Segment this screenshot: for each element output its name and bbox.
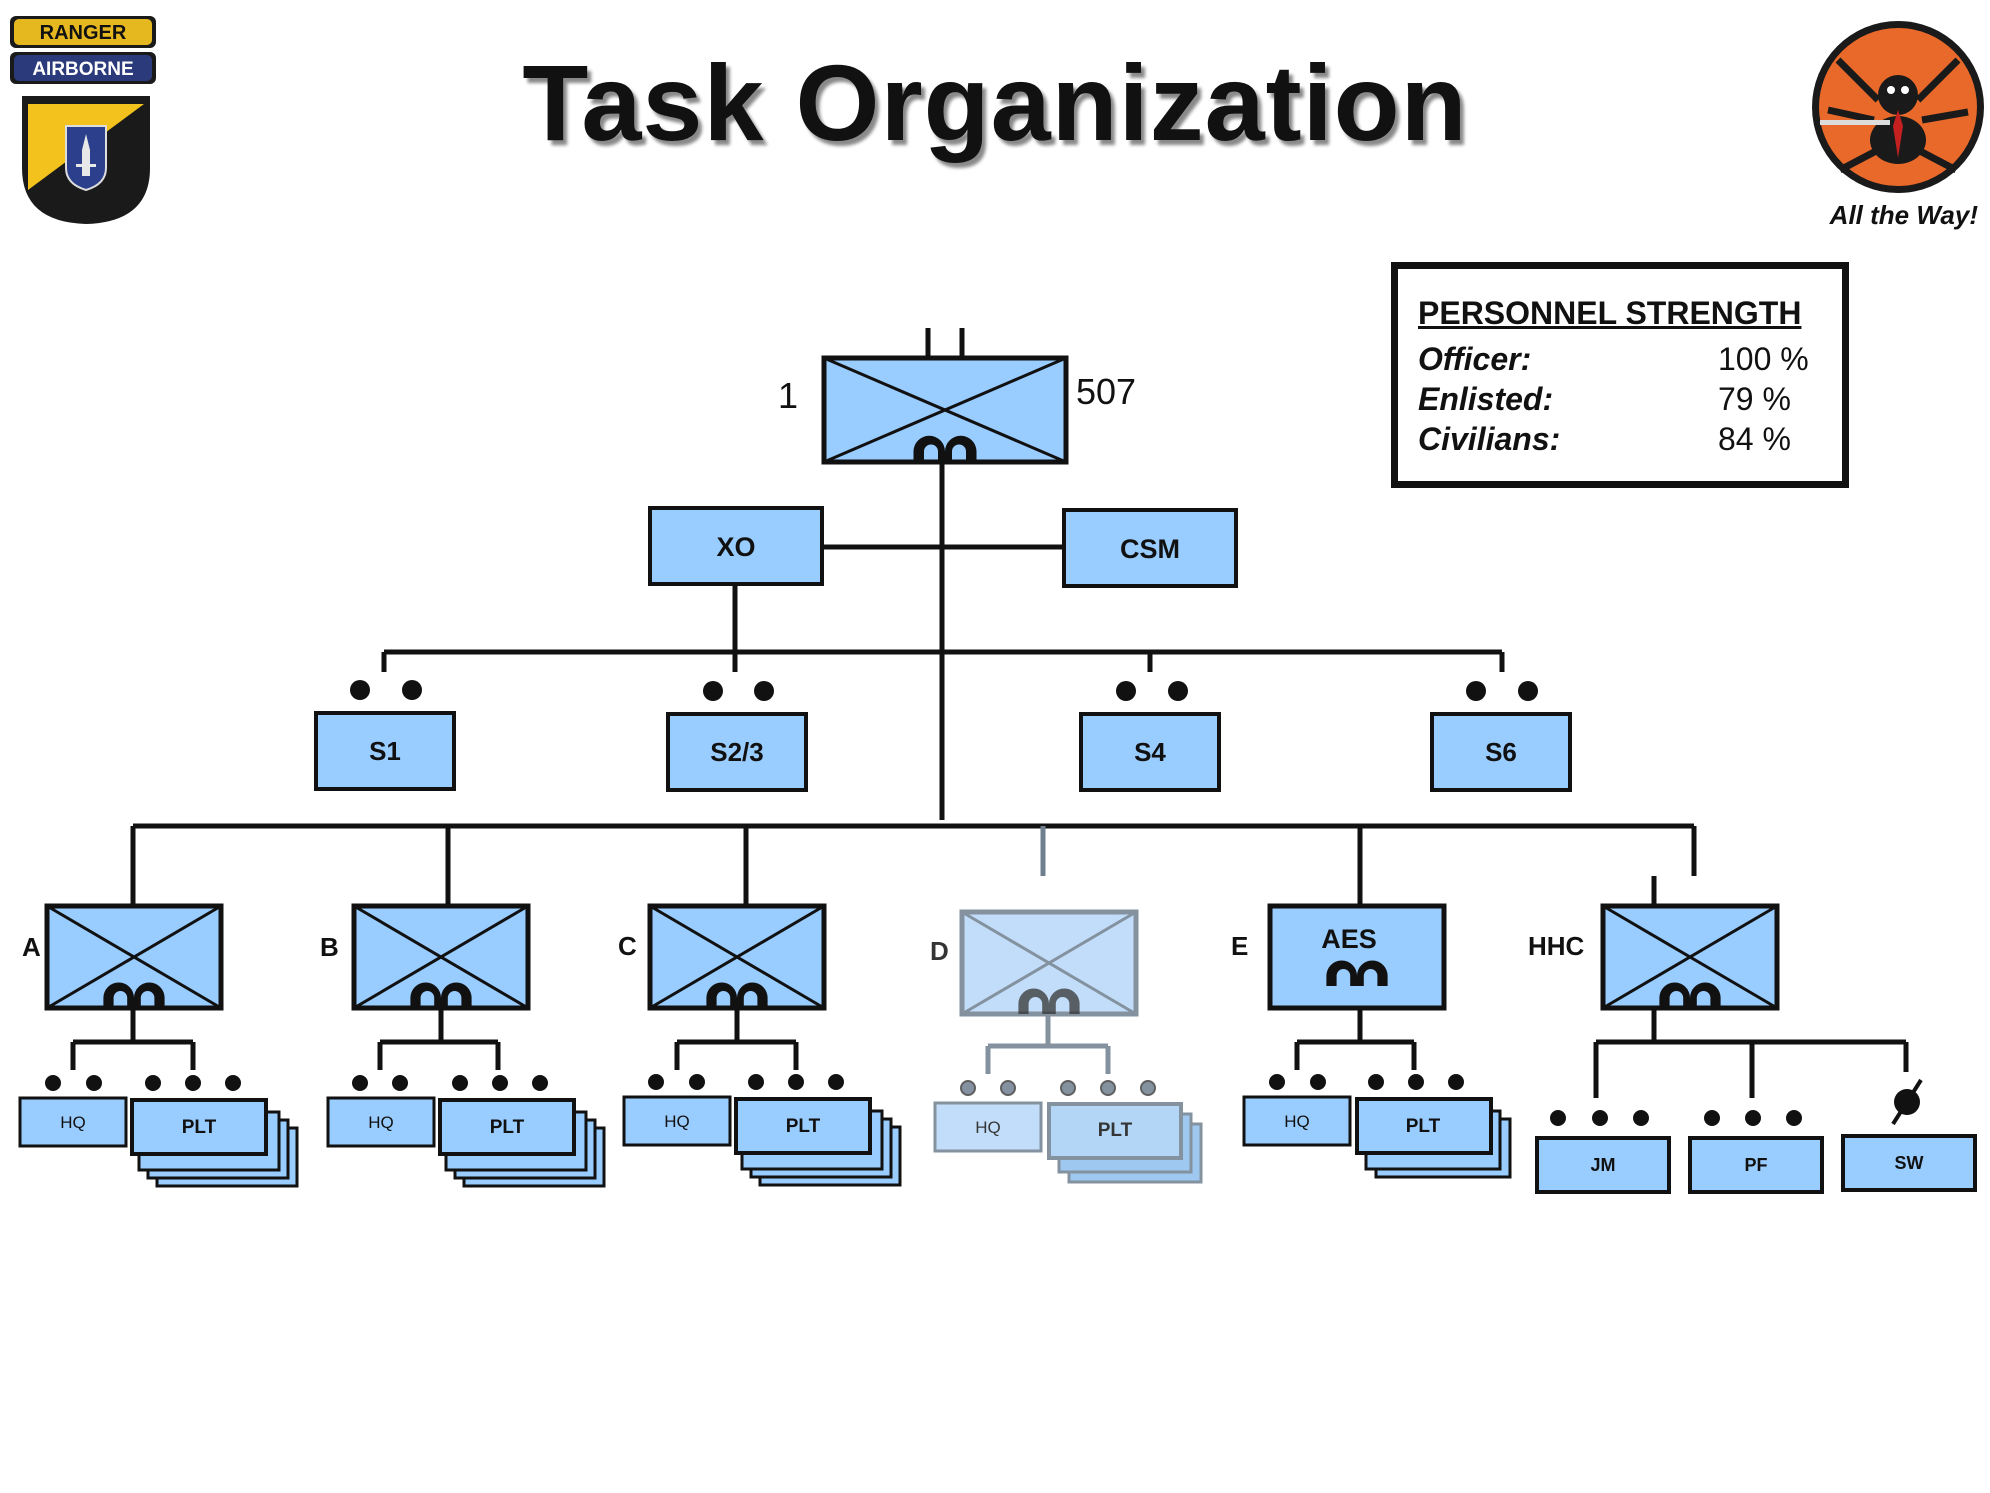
ranger-airborne-insignia: RANGER AIRBORNE bbox=[10, 16, 156, 224]
strength-value: 79 % bbox=[1718, 381, 1791, 417]
hq-label: HQ bbox=[664, 1112, 690, 1131]
company-d: D HQ PLT bbox=[930, 909, 1203, 1184]
staff-csm: CSM bbox=[1062, 508, 1238, 588]
company-a: A HQ PLT bbox=[18, 903, 299, 1188]
strength-value: 100 % bbox=[1718, 341, 1809, 377]
motto: All the Way! bbox=[1829, 200, 1978, 230]
unit-patch-insignia bbox=[1812, 21, 1984, 193]
plt-label: PLT bbox=[490, 1117, 525, 1138]
jm-label: JM bbox=[1590, 1155, 1615, 1175]
s1-label: S1 bbox=[369, 736, 401, 766]
company-hhc-label: HHC bbox=[1528, 931, 1585, 961]
battalion-hq: 1 507 bbox=[778, 328, 1136, 465]
connector-lines bbox=[130, 462, 1697, 906]
staff-s4: S4 bbox=[1079, 681, 1221, 792]
strength-row-civilians: Civilians: 84 % bbox=[1418, 421, 1818, 458]
company-c-label: C bbox=[618, 931, 637, 961]
staff-xo: XO bbox=[648, 506, 824, 586]
plt-label: PLT bbox=[786, 1116, 821, 1137]
battalion-number: 1 bbox=[778, 375, 798, 416]
pf-label: PF bbox=[1744, 1155, 1767, 1175]
staff-s23: S2/3 bbox=[666, 681, 808, 792]
strength-row-enlisted: Enlisted: 79 % bbox=[1418, 381, 1818, 418]
csm-label: CSM bbox=[1120, 534, 1180, 564]
xo-label: XO bbox=[716, 532, 755, 562]
plt-label: PLT bbox=[182, 1117, 217, 1138]
personnel-strength-panel: PERSONNEL STRENGTH Officer: 100 % Enlist… bbox=[1391, 262, 1849, 488]
airborne-tab-text: AIRBORNE bbox=[32, 59, 133, 80]
ranger-tab-text: RANGER bbox=[40, 22, 127, 44]
company-hhc: HHC JM PF SW bbox=[1528, 903, 1977, 1194]
s4-label: S4 bbox=[1134, 737, 1166, 767]
sw-symbol-icon bbox=[1891, 1078, 1923, 1126]
staff-s1: S1 bbox=[314, 680, 456, 791]
company-e: E AES HQ PLT bbox=[1231, 903, 1512, 1179]
company-c: C HQ PLT bbox=[618, 903, 902, 1187]
hq-label: HQ bbox=[1284, 1112, 1310, 1131]
company-e-inner-label: AES bbox=[1321, 924, 1377, 954]
hq-label: HQ bbox=[975, 1118, 1001, 1137]
plt-label: PLT bbox=[1406, 1116, 1441, 1137]
s23-label: S2/3 bbox=[710, 737, 764, 767]
company-b-label: B bbox=[320, 932, 339, 962]
company-a-label: A bbox=[22, 932, 41, 962]
s6-label: S6 bbox=[1485, 737, 1517, 767]
strength-row-officer: Officer: 100 % bbox=[1418, 341, 1818, 378]
strength-label: Enlisted: bbox=[1418, 381, 1554, 417]
plt-label: PLT bbox=[1098, 1120, 1133, 1141]
hq-label: HQ bbox=[60, 1113, 86, 1132]
personnel-strength-heading: PERSONNEL STRENGTH bbox=[1418, 295, 1802, 331]
regiment-number: 507 bbox=[1076, 371, 1136, 412]
page-title: Task Organization bbox=[522, 42, 1468, 163]
strength-value: 84 % bbox=[1718, 421, 1791, 457]
company-b: B HQ PLT bbox=[320, 903, 606, 1188]
company-e-label: E bbox=[1231, 931, 1248, 961]
strength-label: Officer: bbox=[1418, 341, 1532, 377]
strength-label: Civilians: bbox=[1418, 421, 1561, 457]
staff-s6: S6 bbox=[1430, 681, 1572, 792]
company-d-label: D bbox=[930, 936, 949, 966]
sw-label: SW bbox=[1895, 1153, 1924, 1173]
hq-label: HQ bbox=[368, 1113, 394, 1132]
